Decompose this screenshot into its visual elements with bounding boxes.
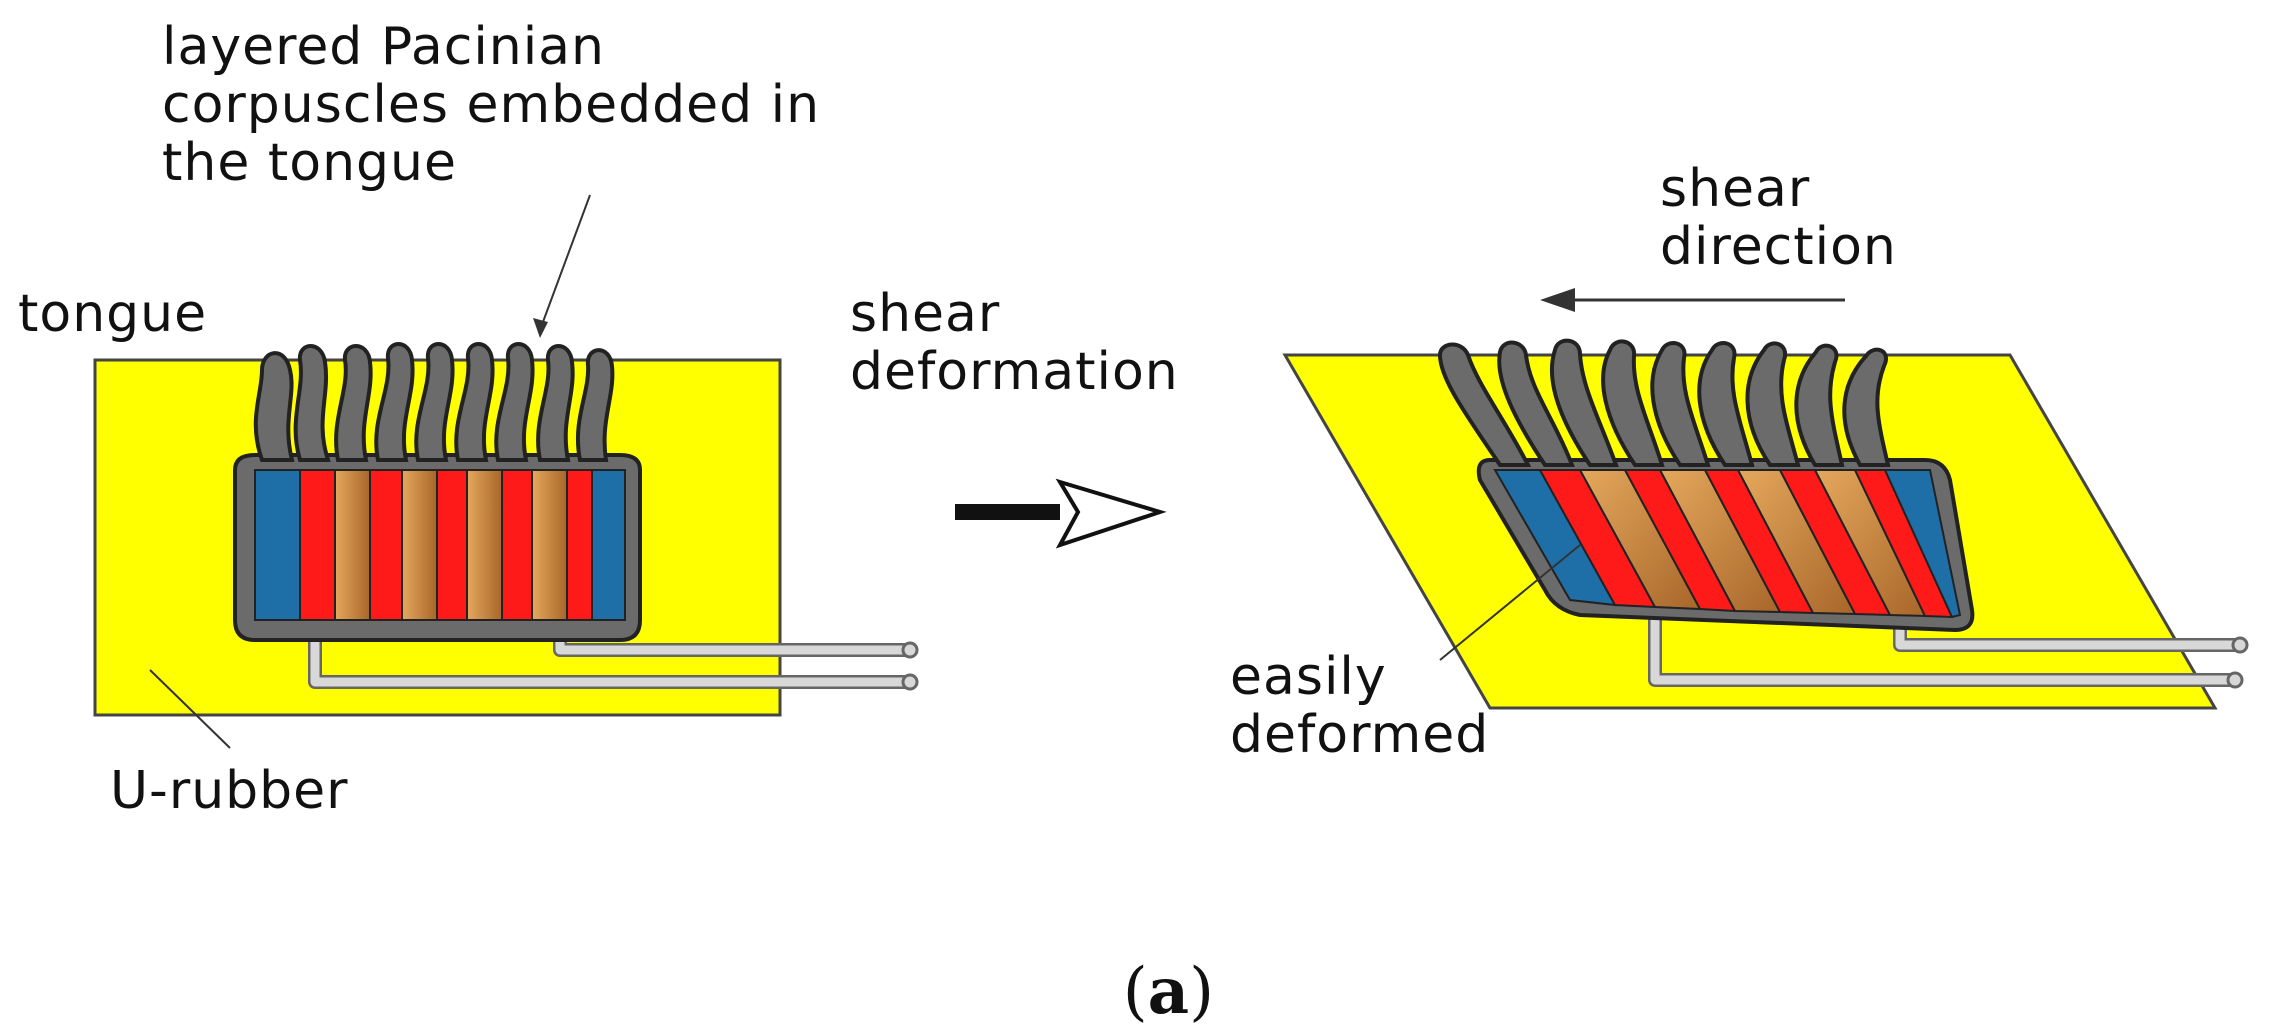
deformation-arrow [955,478,1167,549]
easily-deformed-leader-line [1439,544,1581,661]
shear-direction-label: shear direction [1660,159,1897,277]
figure-caption: (a) [1082,880,1214,1029]
u-rubber-leader-line [149,669,231,749]
diagram-figure [93,194,2249,749]
left-layered-corpuscles [254,469,626,621]
left-sensor [93,194,919,749]
corpuscles-leader-arrowhead [533,318,548,338]
u-rubber-label: U-rubber [110,761,349,821]
corpuscles-label: layered Pacinian corpuscles embedded in … [162,17,821,193]
caption-close-paren: ) [1189,955,1215,1029]
right-tongue-fingers [1437,338,1891,467]
corpuscles-leader-line [539,194,591,331]
shear-deformation-label: shear deformation [850,284,1179,402]
right-layered-corpuscles [1493,469,1962,619]
tongue-label: tongue [18,284,208,344]
caption-open-paren: ( [1122,955,1148,1029]
easily-deformed-label: easily deformed [1230,647,1490,765]
caption-letter: a [1147,954,1190,1029]
right-sensor [1282,288,2249,710]
left-tongue-fingers [253,342,615,462]
shear-direction-arrow [1540,288,1845,312]
